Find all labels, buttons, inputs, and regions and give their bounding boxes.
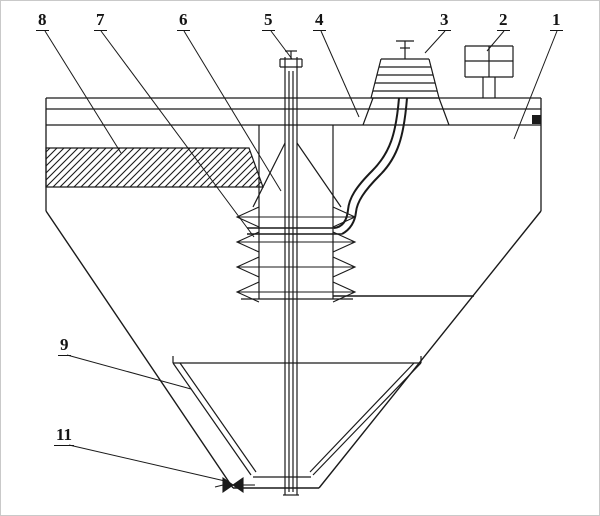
discharge-valve	[214, 476, 255, 494]
center-shaft	[279, 50, 303, 496]
hatched-screen	[45, 147, 264, 188]
callout-label-8: 8	[36, 10, 49, 31]
callout-label-3: 3	[438, 10, 451, 31]
auxiliary-box	[464, 45, 514, 98]
callout-label-1: 1	[550, 10, 563, 31]
wall-marker	[532, 115, 541, 124]
baffle-plates	[235, 206, 357, 303]
leader-lines	[44, 30, 558, 482]
callout-label-7: 7	[94, 10, 107, 31]
callout-label-6: 6	[177, 10, 190, 31]
callout-label-11: 11	[54, 425, 75, 446]
callout-label-5: 5	[262, 10, 275, 31]
tank-cone-outline	[45, 210, 542, 489]
inner-cone	[172, 356, 422, 478]
drive-unit	[362, 40, 450, 126]
callout-label-9: 9	[58, 335, 71, 356]
callout-label-4: 4	[313, 10, 326, 31]
feed-pipe	[247, 97, 408, 235]
callout-label-2: 2	[497, 10, 510, 31]
